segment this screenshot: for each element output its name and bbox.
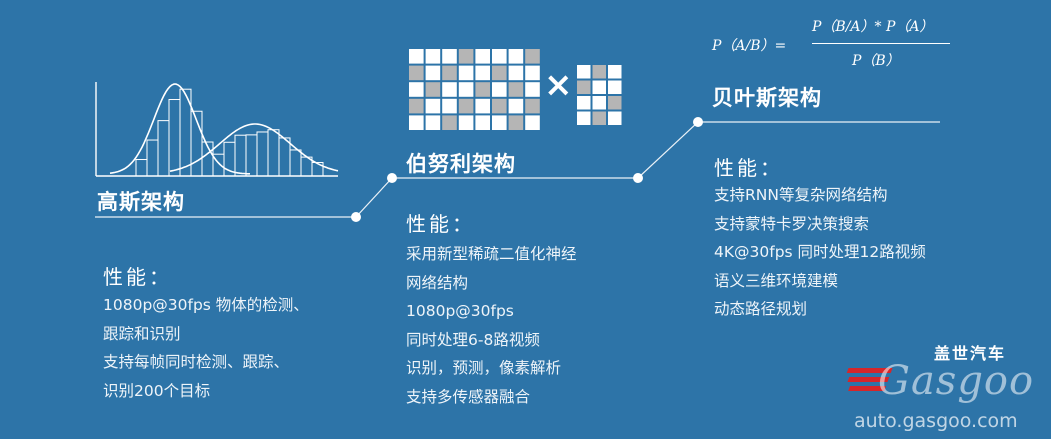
multiply-symbol: × xyxy=(544,65,573,105)
gaussian-perf-label: 性能： xyxy=(103,265,172,289)
formula-denominator: P（B） xyxy=(852,53,900,69)
bernoulli-perf-line: 识别，预测，像素解析 xyxy=(406,359,562,377)
gaussian-perf-line: 1080p@30fps 物体的检测、 xyxy=(103,296,309,314)
formula-numerator: P（B/A）* P（A） xyxy=(812,19,934,35)
logo-stripes-icon xyxy=(846,368,893,391)
connector-dot-1 xyxy=(351,212,361,222)
bayes-perf-list: 支持RNN等复杂网络结构 支持蒙特卡罗决策搜索 4K@30fps 同时处理12路… xyxy=(714,181,926,324)
bayes-perf-label: 性能： xyxy=(714,156,783,180)
bayes-perf-line: 动态路径规划 xyxy=(714,300,808,318)
gaussian-perf-line: 跟踪和识别 xyxy=(103,324,181,343)
connector-dot-4 xyxy=(693,117,703,127)
bernoulli-perf-line: 同时处理6-8路视频 xyxy=(406,330,540,349)
connector-dot-2 xyxy=(387,173,397,183)
connector-dot-3 xyxy=(633,173,643,183)
gaussian-perf-list: 1080p@30fps 物体的检测、 跟踪和识别 支持每帧同时检测、跟踪、 识别… xyxy=(103,291,309,405)
gaussian-histogram-icon xyxy=(95,82,339,177)
bayes-perf-line: 语义三维环境建模 xyxy=(714,271,839,290)
binary-grid-icon xyxy=(409,49,622,130)
formula-lhs: P（A/B）= xyxy=(712,38,787,54)
bernoulli-perf-line: 网络结构 xyxy=(406,273,469,292)
gaussian-title: 高斯架构 xyxy=(97,190,185,214)
logo-brand-cn: 盖世汽车 xyxy=(934,344,1007,363)
logo-url: auto.gasgoo.com xyxy=(854,410,1018,432)
bayes-perf-line: 4K@30fps 同时处理12路视频 xyxy=(714,243,926,261)
bayes-formula: P（A/B）= P（B/A）* P（A） P（B） xyxy=(712,14,972,74)
logo-brand-word: Gasgoo xyxy=(878,358,1035,404)
bernoulli-perf-line: 采用新型稀疏二值化神经 xyxy=(406,245,577,263)
formula-fraction-bar xyxy=(812,43,950,44)
bernoulli-perf-line: 支持多传感器融合 xyxy=(406,387,531,406)
bernoulli-perf-line: 1080p@30fps xyxy=(406,302,514,320)
bernoulli-title: 伯努利架构 xyxy=(406,152,516,176)
bayes-perf-line: 支持RNN等复杂网络结构 xyxy=(714,186,888,204)
gaussian-perf-line: 识别200个目标 xyxy=(103,381,211,400)
bernoulli-perf-list: 采用新型稀疏二值化神经 网络结构 1080p@30fps 同时处理6-8路视频 … xyxy=(406,240,577,411)
bayes-perf-line: 支持蒙特卡罗决策搜索 xyxy=(714,214,870,233)
bernoulli-perf-label: 性能： xyxy=(406,212,475,236)
gaussian-perf-line: 支持每帧同时检测、跟踪、 xyxy=(103,353,290,371)
gasgoo-logo: 盖世汽车 Gasgoo auto.gasgoo.com xyxy=(842,336,1047,436)
bayes-title: 贝叶斯架构 xyxy=(712,86,822,110)
